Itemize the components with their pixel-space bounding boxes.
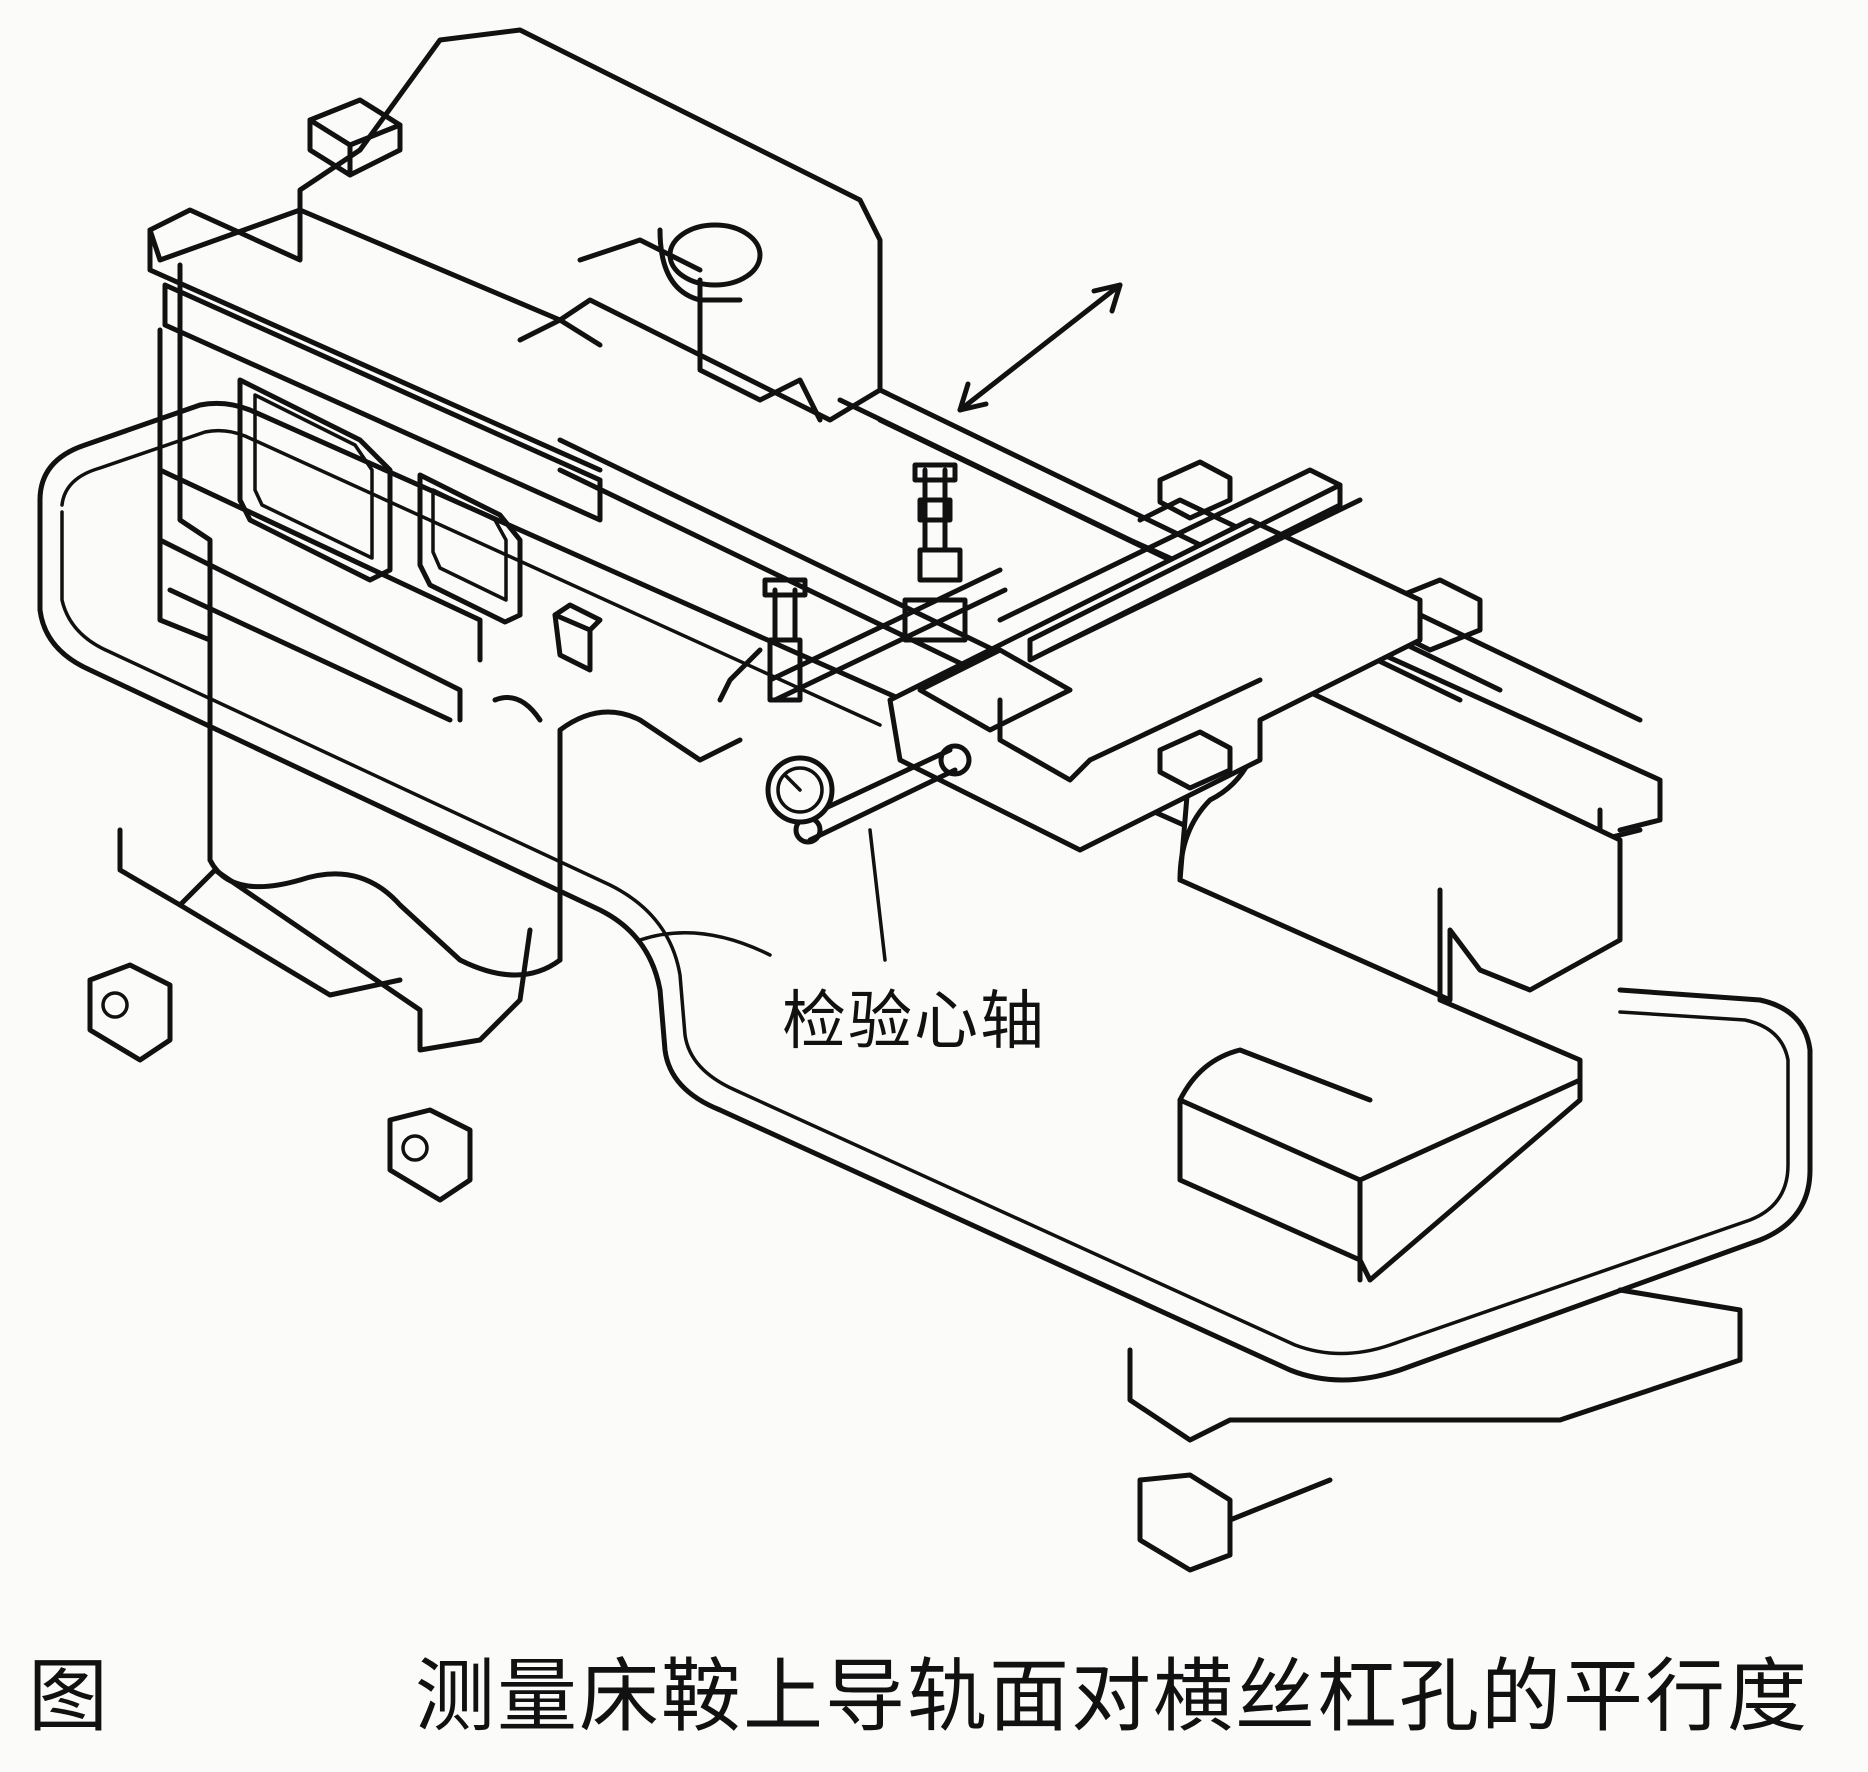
bed-tray [40, 403, 1810, 1380]
dial-indicator-icon [768, 758, 832, 822]
lower-supports [90, 830, 1740, 1570]
carriage [890, 470, 1420, 850]
figure-caption: 测量床鞍上导轨面对横丝杠孔的平行度 [415, 1650, 1809, 1743]
lathe-carriage-drawing [0, 0, 1868, 1620]
test-setup [720, 285, 1120, 960]
double-arrow-icon [960, 285, 1120, 410]
bed-ways [560, 390, 1660, 840]
figure-label: 图 [28, 1650, 108, 1743]
headstock [150, 30, 880, 975]
mandrel-callout-label: 检验心轴 [782, 985, 1046, 1059]
